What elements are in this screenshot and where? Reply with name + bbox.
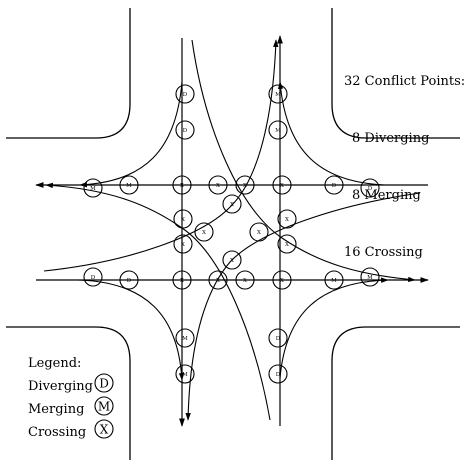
summary-merging: 8 Merging (352, 188, 421, 203)
summary-total: 32 Conflict Points: (344, 74, 465, 89)
merging-point-11: M (83, 178, 103, 198)
right-turn-from-north (79, 81, 183, 188)
merging-point-9: M (268, 84, 288, 104)
curb-bottom-right (331, 326, 460, 460)
svg-text:X: X (257, 230, 261, 236)
conflict-points: D D D D D D D D M M M M M M M M X X X X X X X X X X X X X X X X (83, 84, 380, 384)
summary-crossing: 16 Crossing (344, 245, 423, 260)
crossing-point-32: X (222, 250, 242, 270)
merging-point-10: M (268, 120, 288, 140)
svg-text:X: X (181, 217, 185, 223)
svg-text:M: M (275, 128, 281, 134)
svg-text:X: X (180, 183, 184, 189)
svg-text:X: X (202, 230, 206, 236)
svg-text:M: M (182, 372, 188, 378)
diverging-point-7: D (83, 267, 103, 287)
crossing-point-17: X (172, 175, 192, 195)
svg-text:X: X (230, 258, 234, 264)
summary-diverging: 8 Diverging (352, 131, 430, 146)
svg-text:X: X (285, 242, 289, 248)
svg-text:D: D (276, 372, 281, 378)
svg-text:D: D (127, 278, 132, 284)
crossing-point-22: X (208, 270, 228, 290)
crossing-point-26: X (173, 234, 193, 254)
legend-item-crossing: Crossing (28, 421, 93, 444)
merging-point-16: M (324, 270, 344, 290)
svg-text:D: D (183, 92, 188, 98)
merging-point-12: M (119, 175, 139, 195)
diverging-point-5: D (268, 364, 288, 384)
right-turn-from-south (279, 277, 389, 379)
diverging-point-8: D (119, 270, 139, 290)
svg-text:M: M (275, 92, 281, 98)
svg-text:D: D (276, 336, 281, 342)
svg-text:X: X (285, 217, 289, 223)
crossing-point-21: X (172, 270, 192, 290)
svg-text:M: M (126, 183, 132, 189)
svg-text:X: X (280, 183, 284, 189)
legend-title: Legend: (28, 356, 82, 371)
curb-top-right (331, 8, 460, 139)
turn-paths (43, 39, 421, 421)
svg-text:X: X (180, 278, 184, 284)
svg-text:D: D (368, 186, 373, 192)
crossing-point-29: X (222, 194, 242, 214)
diverging-point-2: D (175, 120, 195, 140)
diverging-point-3: D (360, 178, 380, 198)
svg-text:X: X (230, 202, 234, 208)
svg-text:X: X (216, 278, 220, 284)
crossing-point-31: X (249, 222, 269, 242)
conflict-summary: 32 Conflict Points: 8 Diverging 8 Mergin… (344, 34, 465, 300)
crossing-point-18: X (208, 175, 228, 195)
curb-bottom-left (6, 326, 131, 460)
diverging-point-1: D (175, 84, 195, 104)
crossing-point-23: X (235, 270, 255, 290)
crossing-point-24: X (272, 270, 292, 290)
left-turn-from-east (185, 192, 421, 421)
svg-text:D: D (91, 275, 96, 281)
curb-top-left (6, 8, 131, 139)
legend-label-diverging: Diverging (28, 379, 94, 394)
svg-text:X: X (216, 183, 220, 189)
svg-text:X: X (181, 242, 185, 248)
crossing-point-25: X (173, 209, 193, 229)
crossing-point-20: X (272, 175, 292, 195)
svg-text:X: X (280, 278, 284, 284)
svg-text:M: M (367, 275, 373, 281)
legend-item-diverging: Diverging (28, 375, 93, 398)
svg-text:M: M (331, 278, 337, 284)
left-turn-from-west (43, 39, 279, 272)
diverging-point-4: D (324, 175, 344, 195)
svg-text:M: M (90, 186, 96, 192)
svg-text:X: X (243, 278, 247, 284)
merging-point-13: M (175, 364, 195, 384)
curb-lines (6, 8, 460, 460)
legend-label-merging: Merging (28, 402, 85, 417)
legend-item-merging: Merging (28, 398, 93, 421)
diverging-point-6: D (268, 328, 288, 348)
svg-text:D: D (332, 183, 337, 189)
crossing-point-30: X (194, 222, 214, 242)
merging-point-14: M (175, 328, 195, 348)
svg-text:X: X (243, 183, 247, 189)
crossing-point-27: X (277, 209, 297, 229)
legend: Legend: Diverging Merging Crossing (28, 352, 93, 444)
svg-text:M: M (182, 336, 188, 342)
crossing-point-19: X (235, 175, 255, 195)
crossing-point-28: X (277, 234, 297, 254)
legend-label-crossing: Crossing (28, 425, 87, 440)
merging-point-15: M (360, 267, 380, 287)
svg-text:D: D (183, 128, 188, 134)
